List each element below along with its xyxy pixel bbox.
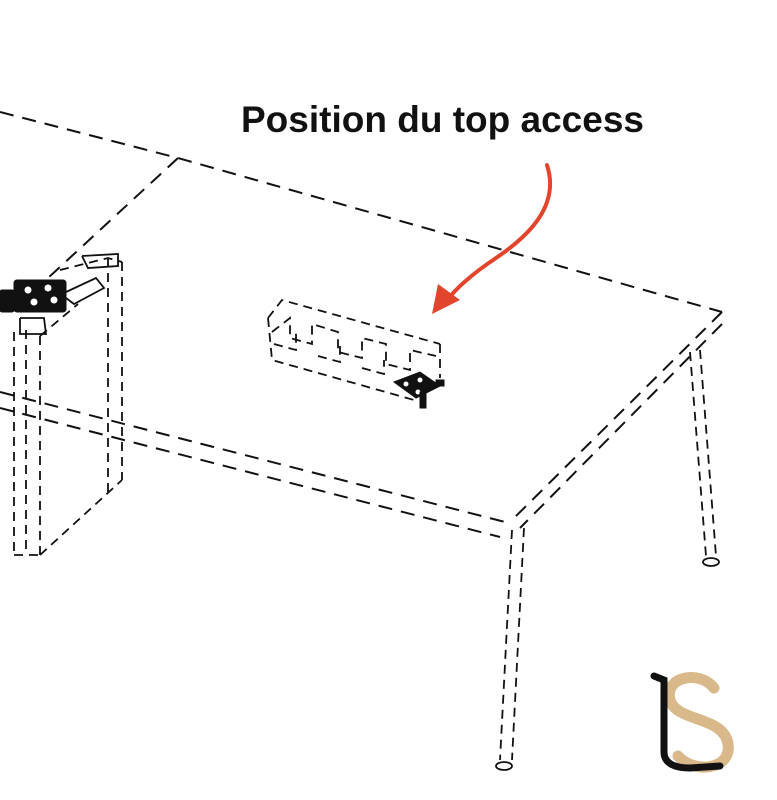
top-access-bracket <box>392 371 445 409</box>
left-bracket <box>0 253 119 335</box>
left-panel-leg <box>13 257 123 556</box>
annotation-arrow <box>432 163 553 314</box>
ls-monogram-logo <box>650 672 734 773</box>
front-right-leg <box>495 527 525 771</box>
top-access-box <box>267 298 441 401</box>
back-right-leg <box>689 349 720 567</box>
desk-top-outline <box>0 111 723 538</box>
annotation-label: Position du top access <box>241 99 644 140</box>
